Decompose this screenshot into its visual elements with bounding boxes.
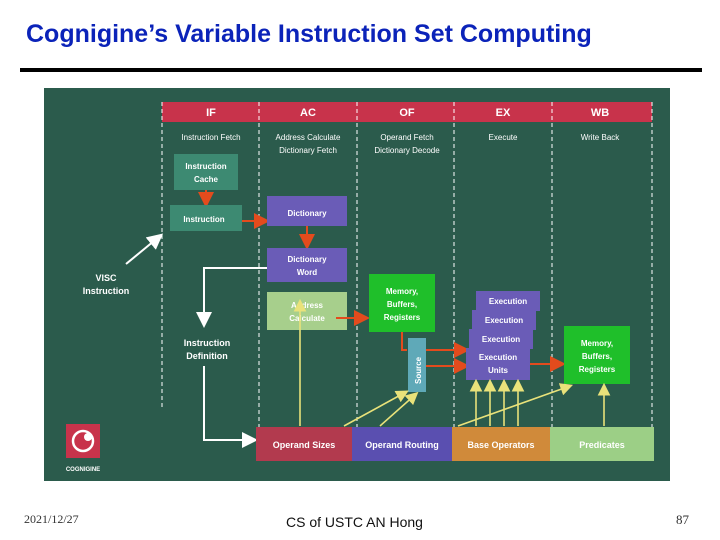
svg-text:Memory,: Memory, [386,287,418,296]
operand-routing-label: Operand Routing [365,440,439,450]
svg-text:Buffers,: Buffers, [387,300,417,309]
svg-text:Calculate: Calculate [289,314,325,323]
svg-text:Units: Units [488,366,509,375]
page-number: 87 [676,512,689,527]
svg-text:Memory,: Memory, [581,339,613,348]
footer-date: 2021/12/27 [24,512,79,526]
stage-ac-abbr: AC [300,107,316,119]
visc-instruction-label: VISC Instruction [83,273,130,296]
stage-dividers [161,102,653,428]
stage-ac-name: Address Calculate [276,133,341,142]
execution-box-3: Execution [469,329,533,349]
instruction-cache-box: Instruction Cache [174,154,238,190]
svg-text:Instruction: Instruction [83,286,130,296]
stage-wb-abbr: WB [591,107,609,119]
stage-of-abbr: OF [399,107,415,119]
svg-text:Address: Address [291,301,324,310]
dictionary-word-box: Dictionary Word [267,248,347,282]
execution-box-2: Execution [472,310,536,330]
stage-of-name-2: Dictionary Decode [374,146,440,155]
svg-text:Definition: Definition [186,351,228,361]
stage-if-name: Instruction Fetch [181,133,240,142]
title-divider [20,68,702,72]
instruction-definition-label: Instruction Definition [184,338,231,361]
footer-course: CS of USTC AN Hong [286,514,423,530]
cognigine-logo: COGNIGINE [66,424,100,473]
svg-text:Registers: Registers [384,313,421,322]
svg-text:Cache: Cache [194,175,219,184]
svg-text:Instruction: Instruction [183,215,224,224]
stage-wb-name: Write Back [581,133,621,142]
stage-ex-name: Execute [489,133,518,142]
dictionary-box: Dictionary [267,196,347,226]
execution-box-1: Execution [476,291,540,311]
instruction-definition-bar: Operand Sizes Operand Routing Base Opera… [256,427,654,461]
predicates-label: Predicates [579,440,625,450]
execution-units-box: Execution Units [466,348,530,380]
svg-text:Dictionary: Dictionary [287,255,327,264]
svg-text:Instruction: Instruction [184,338,231,348]
svg-text:Execution: Execution [482,335,520,344]
svg-text:Instruction: Instruction [185,162,226,171]
visc-pipeline-diagram: IF AC OF EX WB Instruction Fetch Address… [44,88,670,481]
address-calculate-box: Address Calculate [267,292,347,330]
svg-text:Word: Word [297,268,317,277]
memory-buffers-registers-wb-box: Memory, Buffers, Registers [564,326,630,384]
stage-ac-name-2: Dictionary Fetch [279,146,337,155]
stage-of-name: Operand Fetch [380,133,433,142]
control-arrows [293,298,611,427]
stage-if-abbr: IF [206,107,216,119]
svg-text:Registers: Registers [579,365,616,374]
instruction-box: Instruction [170,205,242,231]
svg-text:COGNIGINE: COGNIGINE [66,467,100,473]
svg-text:Execution: Execution [489,297,527,306]
slide-title: Cognigine’s Variable Instruction Set Com… [26,20,592,48]
svg-text:Execution: Execution [479,353,517,362]
svg-text:VISC: VISC [95,273,117,283]
svg-text:Execution: Execution [485,316,523,325]
stage-header: IF AC OF EX WB Instruction Fetch Address… [162,102,652,155]
svg-text:Dictionary: Dictionary [287,209,327,218]
source-box: Source [408,338,426,392]
svg-text:Source: Source [414,356,423,384]
svg-text:Buffers,: Buffers, [582,352,612,361]
operand-sizes-label: Operand Sizes [273,440,336,450]
base-operators-label: Base Operators [467,440,534,450]
memory-buffers-registers-of-box: Memory, Buffers, Registers [369,274,435,332]
stage-ex-abbr: EX [496,107,511,119]
